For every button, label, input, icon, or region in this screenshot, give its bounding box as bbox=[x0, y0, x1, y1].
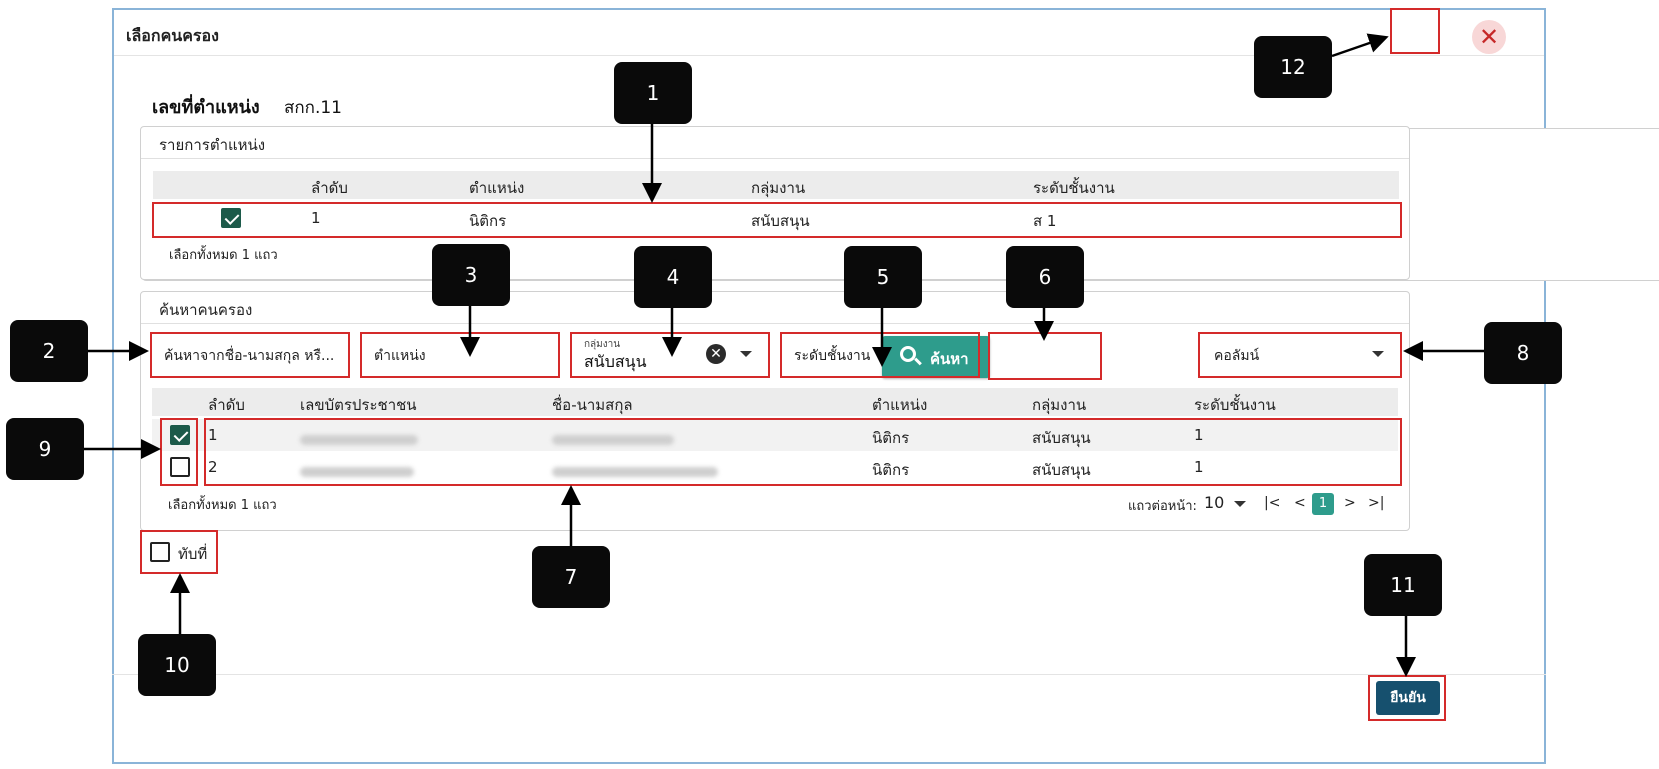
name-search-input[interactable]: ค้นหาจากชื่อ-นามสกุล หรื... bbox=[152, 335, 348, 373]
header-divider bbox=[114, 55, 1544, 56]
result-row-name-redacted bbox=[552, 462, 718, 480]
col-order: ลำดับ bbox=[208, 396, 245, 414]
current-page-button[interactable]: 1 bbox=[1312, 493, 1334, 515]
position-number-label: เลขที่ตำแหน่ง bbox=[152, 97, 260, 118]
chevron-down-icon[interactable] bbox=[1372, 351, 1384, 357]
prev-page-button[interactable]: < bbox=[1294, 495, 1306, 511]
callout-12: 12 bbox=[1254, 36, 1332, 98]
search-button[interactable]: ค้นหา bbox=[882, 336, 990, 378]
callout-7: 7 bbox=[532, 546, 610, 608]
table-row[interactable]: 1 นิติกร สนับสนุน ส 1 bbox=[153, 202, 1399, 234]
col-level: ระดับชั้นงาน bbox=[1194, 396, 1276, 414]
result-row-order: 1 bbox=[208, 426, 218, 444]
callout-8: 8 bbox=[1484, 322, 1562, 384]
rows-per-page-select[interactable]: 10 bbox=[1204, 493, 1225, 512]
footer-divider bbox=[112, 674, 1546, 675]
dialog-title: เลือกคนครอง bbox=[126, 26, 219, 45]
close-icon[interactable]: ✕ bbox=[1472, 20, 1506, 54]
position-row-checkbox[interactable] bbox=[221, 208, 241, 228]
last-page-button[interactable]: >| bbox=[1368, 495, 1385, 511]
result-row-checkbox[interactable] bbox=[170, 457, 190, 477]
col-position: ตำแหน่ง bbox=[469, 179, 525, 197]
col-level: ระดับชั้นงาน bbox=[1033, 179, 1115, 197]
results-table-header: ลำดับ เลขบัตรประชาชน ชื่อ-นามสกุล ตำแหน่… bbox=[152, 388, 1398, 416]
callout-6: 6 bbox=[1006, 246, 1084, 308]
position-row-position: นิติกร bbox=[469, 212, 507, 230]
position-row-level: ส 1 bbox=[1033, 212, 1057, 230]
group-select-value: สนับสนุน bbox=[584, 352, 647, 371]
result-row-name-redacted bbox=[552, 430, 674, 448]
position-list-title-divider bbox=[141, 158, 1409, 159]
table-row[interactable]: 1 นิติกร สนับสนุน 1 bbox=[152, 419, 1398, 451]
clear-icon[interactable]: ✕ bbox=[706, 344, 726, 364]
callout-10: 10 bbox=[138, 634, 216, 696]
position-row-order: 1 bbox=[311, 209, 321, 227]
result-row-group: สนับสนุน bbox=[1032, 429, 1091, 447]
column-select[interactable]: คอลัมน์ bbox=[1202, 335, 1398, 373]
position-list-section: รายการตำแหน่ง ลำดับ ตำแหน่ง กลุ่มงาน ระด… bbox=[140, 126, 1410, 280]
col-full-name: ชื่อ-นามสกุล bbox=[552, 396, 633, 414]
group-select-label: กลุ่มงาน bbox=[584, 339, 621, 350]
col-order: ลำดับ bbox=[311, 179, 348, 197]
callout-5: 5 bbox=[844, 246, 922, 308]
tab-checkbox[interactable] bbox=[150, 542, 170, 562]
callout-9: 9 bbox=[6, 418, 84, 480]
results-selected-count: เลือกทั้งหมด 1 แถว bbox=[168, 498, 277, 513]
result-row-position: นิติกร bbox=[872, 429, 910, 447]
position-number-value: สกก.11 bbox=[284, 98, 342, 118]
col-group: กลุ่มงาน bbox=[1032, 396, 1087, 414]
callout-3: 3 bbox=[432, 244, 510, 306]
callout-1: 1 bbox=[614, 62, 692, 124]
result-row-level: 1 bbox=[1194, 426, 1204, 444]
col-citizen-id: เลขบัตรประชาชน bbox=[300, 396, 417, 414]
group-select[interactable]: กลุ่มงาน สนับสนุน ✕ bbox=[572, 335, 766, 373]
position-table-header: ลำดับ ตำแหน่ง กลุ่มงาน ระดับชั้นงาน bbox=[153, 171, 1399, 199]
next-page-button[interactable]: > bbox=[1344, 495, 1356, 511]
result-row-group: สนับสนุน bbox=[1032, 461, 1091, 479]
search-icon bbox=[900, 346, 916, 362]
result-row-citizen-id-redacted bbox=[300, 462, 414, 480]
callout-11: 11 bbox=[1364, 554, 1442, 616]
col-group: กลุ่มงาน bbox=[751, 179, 806, 197]
search-section-title: ค้นหาคนครอง bbox=[159, 301, 253, 319]
result-row-checkbox[interactable] bbox=[170, 425, 190, 445]
position-selected-count: เลือกทั้งหมด 1 แถว bbox=[169, 248, 278, 263]
position-row-group: สนับสนุน bbox=[751, 212, 810, 230]
callout-4: 4 bbox=[634, 246, 712, 308]
confirm-button[interactable]: ยืนยัน bbox=[1376, 681, 1440, 715]
callout-2: 2 bbox=[10, 320, 88, 382]
col-position: ตำแหน่ง bbox=[872, 396, 928, 414]
pagination: แถวต่อหน้า: 10 |< < 1 > >| bbox=[1128, 492, 1396, 516]
position-list-title: รายการตำแหน่ง bbox=[159, 136, 266, 154]
chevron-down-icon[interactable] bbox=[1234, 501, 1246, 507]
result-row-position: นิติกร bbox=[872, 461, 910, 479]
search-title-divider bbox=[141, 323, 1409, 324]
result-row-citizen-id-redacted bbox=[300, 430, 418, 448]
first-page-button[interactable]: |< bbox=[1264, 495, 1281, 511]
table-row[interactable]: 2 นิติกร สนับสนุน 1 bbox=[152, 451, 1398, 483]
chevron-down-icon[interactable] bbox=[740, 351, 752, 357]
result-row-level: 1 bbox=[1194, 458, 1204, 476]
position-input[interactable]: ตำแหน่ง bbox=[362, 335, 556, 373]
result-row-order: 2 bbox=[208, 458, 218, 476]
tab-checkbox-label: ทับที่ bbox=[178, 545, 208, 563]
rows-per-page-label: แถวต่อหน้า: bbox=[1128, 499, 1197, 514]
